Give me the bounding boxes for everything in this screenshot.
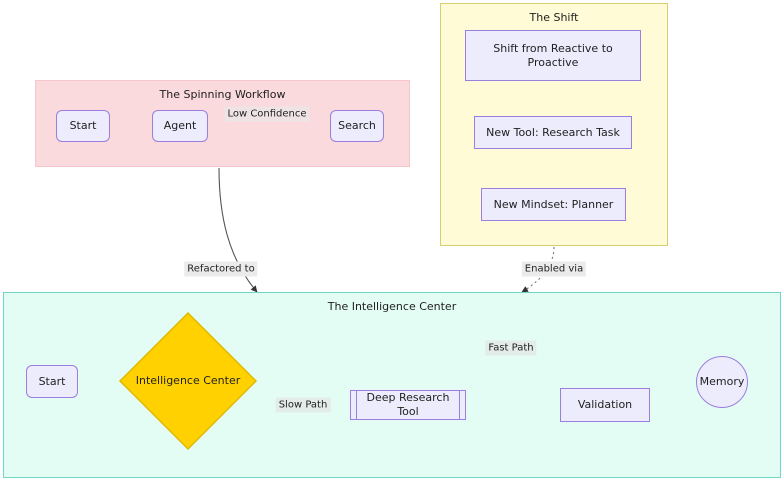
- node-deep-research-tool[interactable]: Deep Research Tool: [350, 390, 466, 420]
- node-validation[interactable]: Validation: [560, 388, 650, 422]
- node-label: Validation: [577, 398, 633, 411]
- node-label: Start: [69, 119, 97, 132]
- diamond-shape: [118, 311, 258, 451]
- edge-refactored-to: [218, 167, 258, 293]
- node-label: Start: [38, 374, 66, 388]
- node-label: Deep Research Tool: [366, 391, 450, 418]
- node-workflow-start[interactable]: Start: [56, 110, 110, 142]
- edge-label-slow-path: Slow Path: [275, 397, 331, 413]
- node-label: Intelligence Center: [135, 374, 241, 387]
- subgraph-title-the-shift: The Shift: [529, 11, 579, 24]
- subgraph-title-intelligence-center: The Intelligence Center: [327, 300, 457, 313]
- node-workflow-search[interactable]: Search: [330, 110, 384, 142]
- node-new-mindset-planner[interactable]: New Mindset: Planner: [481, 188, 626, 221]
- edge-label-fast-path: Fast Path: [485, 340, 537, 356]
- node-label: New Mindset: Planner: [493, 197, 614, 211]
- edge-label-enabled-via: Enabled via: [521, 261, 587, 277]
- node-new-tool-research-task[interactable]: New Tool: Research Task: [474, 116, 632, 149]
- node-label: Shift from Reactive to Proactive: [493, 41, 613, 69]
- subgraph-title-spinning-workflow: The Spinning Workflow: [159, 88, 286, 101]
- node-label: Memory: [699, 375, 745, 388]
- edge-label-refactored-to: Refactored to: [184, 261, 258, 277]
- node-memory[interactable]: Memory: [696, 356, 748, 408]
- node-label: New Tool: Research Task: [486, 125, 620, 139]
- node-intelligence-center-decision[interactable]: Intelligence Center: [118, 311, 258, 451]
- node-label: Agent: [163, 119, 197, 132]
- node-label: Search: [338, 119, 376, 132]
- edge-label-low-confidence: Low Confidence: [224, 106, 310, 122]
- node-workflow-agent[interactable]: Agent: [152, 110, 208, 142]
- node-intel-start[interactable]: Start: [26, 365, 78, 398]
- node-shift-reactive-to-proactive[interactable]: Shift from Reactive to Proactive: [465, 30, 641, 81]
